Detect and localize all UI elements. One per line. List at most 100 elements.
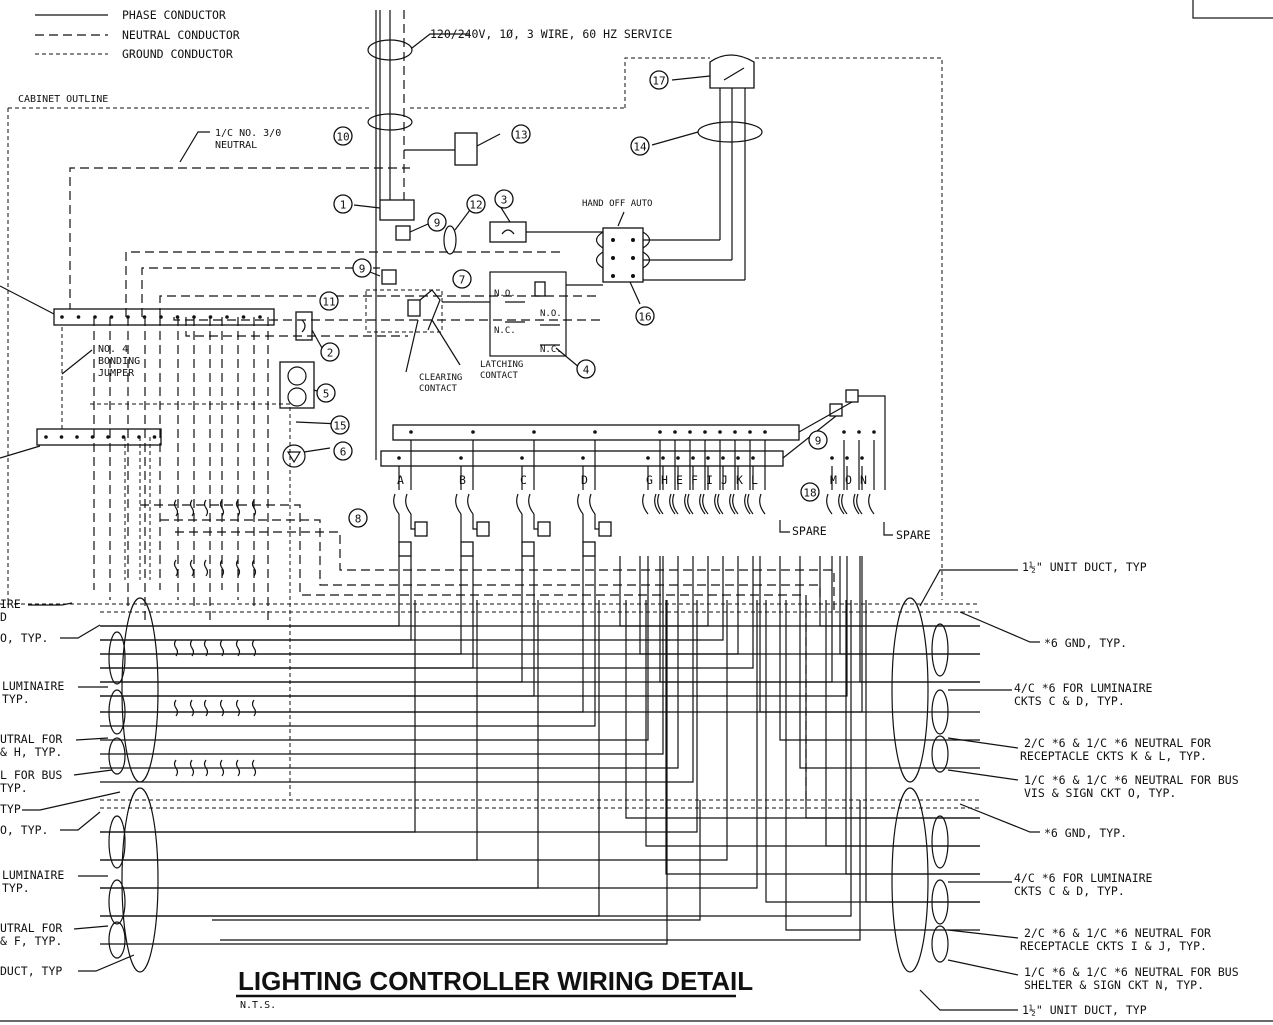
note-gnd-top: *6 GND, TYP. [1044, 636, 1127, 650]
bus-tap [459, 456, 463, 460]
breaker-contact [642, 493, 649, 515]
bus-tap [646, 456, 650, 460]
circuit-phase-run [100, 556, 863, 713]
bus-tap [721, 456, 725, 460]
left-note-8a: LUMINAIRE [2, 868, 64, 882]
breaker-label: L [751, 473, 758, 487]
breaker-contact [699, 493, 706, 515]
bus-tap [748, 430, 752, 434]
breaker-label: N [860, 473, 867, 487]
callout-number: 4 [583, 364, 590, 377]
breaker-load [594, 514, 599, 530]
note-rec-bot-2: RECEPTACLE CKTS I & J, TYP. [1020, 939, 1207, 953]
callout-circle [800, 482, 820, 502]
left-note-2: O, TYP. [0, 631, 48, 645]
ground-bus-terminal [90, 435, 95, 439]
callout-circle [348, 508, 368, 528]
cabinet-outline-label: CABINET OUTLINE [18, 94, 108, 105]
breaker-label: C [520, 473, 527, 487]
circuit-phase-run [100, 556, 739, 655]
circuit-phase-run [100, 600, 600, 917]
bus-tap [676, 456, 680, 460]
bus-tap [688, 430, 692, 434]
circuit-phase-run [100, 600, 416, 833]
note-lum-top-2: CKTS C & D, TYP. [1014, 694, 1125, 708]
neutral-feeder-run [159, 295, 600, 317]
note-bus-top-1: 1/C *6 & 1/C *6 NEUTRAL FOR BUS [1024, 773, 1239, 787]
breaker-contact [657, 493, 664, 515]
conductor-crossover [189, 499, 195, 777]
callout-circle [427, 212, 447, 232]
title-block: LIGHTING CONTROLLER WIRING DETAIL N.T.S. [236, 966, 753, 1011]
callout-number: 5 [323, 388, 330, 401]
breaker-contact [732, 493, 739, 515]
conductor-crossover [219, 499, 225, 777]
page-subtitle: N.T.S. [240, 1000, 276, 1011]
contactor-terminal [521, 541, 535, 557]
breaker-load [472, 514, 477, 530]
left-note-8b: TYP. [2, 881, 30, 895]
circuit-phase-run [100, 556, 848, 697]
page-title: LIGHTING CONTROLLER WIRING DETAIL [238, 966, 753, 996]
bus-tap [673, 430, 677, 434]
breaker-contact [467, 493, 474, 515]
bus-tap [718, 430, 722, 434]
callout-number: 16 [638, 311, 651, 324]
callout-circle [466, 194, 486, 214]
breaker-contact [577, 493, 584, 515]
neutral-feeder-run [173, 317, 600, 321]
ground-bus-terminal [44, 435, 48, 439]
ground-bus-terminal [152, 435, 157, 439]
bus-tap [593, 430, 597, 434]
spare-label-1: SPARE [792, 524, 827, 538]
note-bus-top-2: VIS & SIGN CKT O, TYP. [1024, 786, 1176, 800]
circuit-phase-run-right [639, 556, 980, 655]
title-block-corner [1192, 0, 1273, 19]
callout-circle [319, 291, 339, 311]
breaker-contact [669, 493, 676, 515]
switch-3 [489, 221, 527, 243]
circuit-phase-run [100, 556, 523, 683]
bus-tap [397, 456, 401, 460]
left-note-7: O, TYP. [0, 823, 48, 837]
callout-number: 12 [469, 199, 482, 212]
hand-off-auto-label: HAND OFF AUTO [582, 199, 652, 209]
breaker-load [410, 514, 415, 530]
bus-tap [857, 430, 861, 434]
bus-tap [842, 430, 846, 434]
lamp-6 [282, 444, 331, 468]
bus-tap [691, 456, 695, 460]
neutral-label-1: 1/C NO. 3/0 [215, 128, 281, 139]
nc-label-1: N.C. [494, 326, 516, 336]
circuit-phase-run-right [865, 600, 980, 903]
neutral-feeder-right [175, 531, 835, 610]
callout-number: 11 [322, 296, 335, 309]
circuit-phase-run [100, 556, 584, 713]
breaker-label: A [397, 473, 404, 487]
neutral-bus-bar [0, 285, 275, 326]
legend-neutral: NEUTRAL CONDUCTOR [122, 28, 240, 42]
neutral-bus-terminal [241, 315, 246, 319]
breaker-contact [729, 493, 736, 515]
circuit-phase-run-right [779, 556, 980, 741]
left-note-5b: TYP. [0, 781, 28, 795]
callout-number: 7 [459, 274, 466, 287]
breaker-contact [672, 493, 679, 515]
circuit-phase-run [100, 556, 649, 741]
right-notes: 1½" UNIT DUCT, TYP *6 GND, TYP. 4/C *6 F… [1014, 560, 1239, 1017]
breaker-contact [868, 493, 875, 515]
conductor-crossover [251, 499, 257, 777]
neutral-feeder-run [141, 267, 380, 317]
left-notes: IRE D O, TYP. LUMINAIRE TYP. UTRAL FOR &… [0, 597, 135, 978]
circuit-phase-run [100, 600, 758, 889]
note-rec-top-1: 2/C *6 & 1/C *6 NEUTRAL FOR [1024, 736, 1211, 750]
circuit-phase-run [100, 600, 539, 889]
bus-tap [658, 430, 662, 434]
circuit-phase-run-right [799, 556, 980, 769]
callout-number: 10 [336, 131, 349, 144]
neutral-bus-terminal [76, 315, 81, 319]
circuit-phase-run [100, 556, 664, 755]
neutral-feeder-right [140, 504, 807, 800]
circuit-return-run [212, 800, 701, 921]
breaker-label: D [581, 473, 588, 487]
